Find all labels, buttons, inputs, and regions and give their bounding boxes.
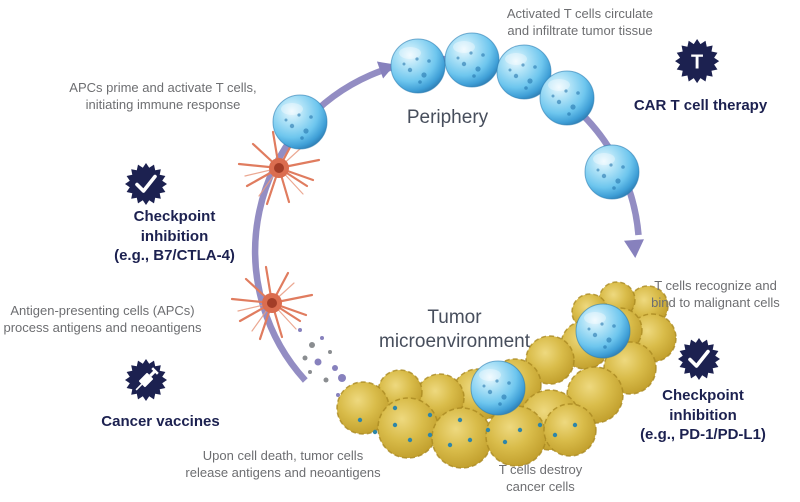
syringe-icon xyxy=(125,359,167,401)
t-cell xyxy=(444,32,500,88)
note-t-cells-destroy: T cells destroy cancer cells xyxy=(498,462,583,494)
t-cell-in-tumor xyxy=(470,360,526,416)
cancer-vaccines-label: Cancer vaccines xyxy=(101,413,220,430)
note-activated-t-cells: Activated T cells circulate and infiltra… xyxy=(506,6,654,38)
tumor-cell xyxy=(543,403,597,457)
check-icon xyxy=(125,163,167,205)
antigen-dots xyxy=(357,405,578,448)
note-t-cells-recognize: T cells recognize and bind to malignant … xyxy=(651,278,780,310)
cycle-arc xyxy=(252,55,642,383)
tumor-cell-cluster xyxy=(336,281,677,469)
checkpoint-inhibition-pd1-label: Checkpoint inhibition (e.g., PD-1/PD-L1) xyxy=(640,387,766,443)
t-cell xyxy=(584,144,640,200)
note-cell-death: Upon cell death, tumor cells release ant… xyxy=(185,448,381,480)
car-t-glyph: T xyxy=(691,51,703,73)
checkpoint-inhibition-b7-label: Checkpoint inhibition (e.g., B7/CTLA-4) xyxy=(114,208,235,264)
note-apcs-prime: APCs prime and activate T cells, initiat… xyxy=(69,80,257,112)
tumor-microenvironment-label: Tumor microenvironment xyxy=(379,307,530,352)
periphery-label: Periphery xyxy=(406,107,489,128)
note-apcs-process: Antigen-presenting cells (APCs) process … xyxy=(3,303,202,335)
t-cell-binding-tumor xyxy=(575,303,631,359)
t-cell xyxy=(539,70,595,126)
t-cell-icon: T xyxy=(675,39,720,84)
car-t-therapy-label: CAR T cell therapy xyxy=(633,97,768,114)
t-cell xyxy=(390,38,446,94)
check-icon xyxy=(678,338,720,380)
tumor-cell xyxy=(431,407,493,469)
arrowhead-right-icon xyxy=(624,239,644,258)
